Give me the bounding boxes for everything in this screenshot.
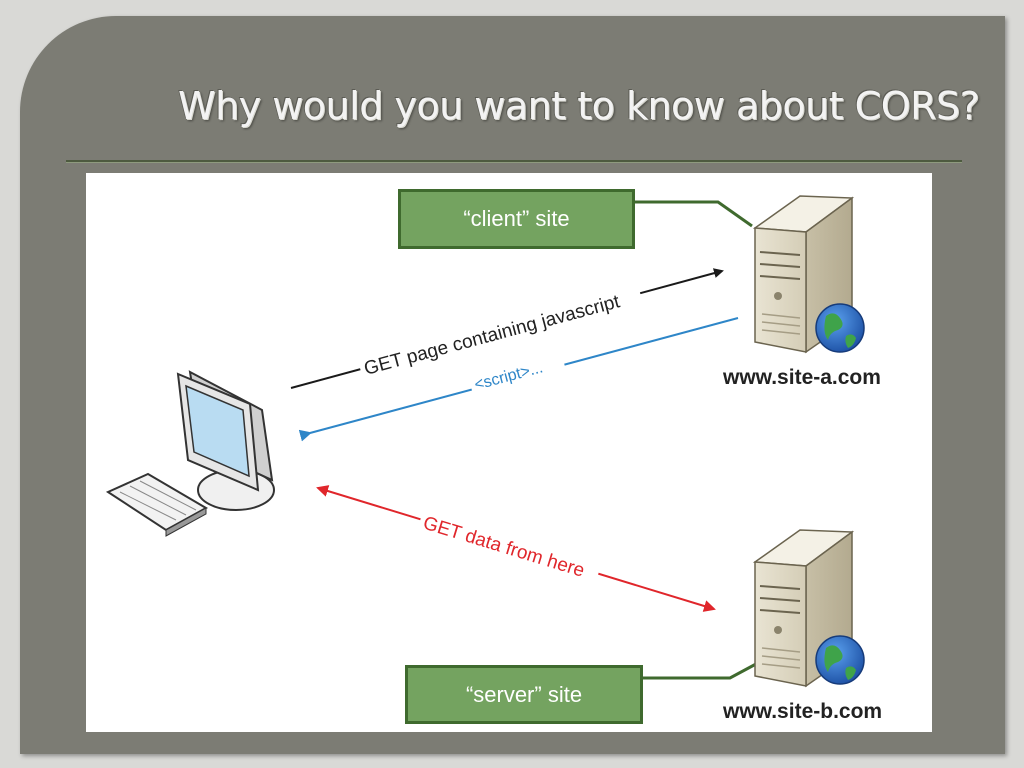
- site-b-label: www.site-b.com: [723, 700, 883, 723]
- client-site-callout: “client” site: [398, 189, 635, 249]
- client-computer-icon: [105, 370, 275, 537]
- server-site-callout-text: “server” site: [465, 681, 583, 707]
- client-connector-line: [635, 200, 753, 228]
- request-arrow-label: GET page containing javascript: [362, 291, 623, 380]
- data-arrow-label: GET data from here: [421, 513, 587, 582]
- site-a-label: www.site-a.com: [723, 366, 881, 389]
- server-b-icon: [752, 529, 855, 688]
- response-arrow-label: <script>...: [473, 359, 545, 394]
- server-a-icon: [752, 195, 855, 354]
- globe-icon: [815, 303, 865, 353]
- server-connector-line: [643, 662, 757, 680]
- title-divider: [66, 160, 962, 163]
- server-site-callout: “server” site: [405, 665, 643, 724]
- slide-title: Why would you want to know about CORS?: [178, 84, 980, 128]
- globe-icon: [815, 635, 865, 685]
- client-site-callout-text: “client” site: [463, 206, 570, 231]
